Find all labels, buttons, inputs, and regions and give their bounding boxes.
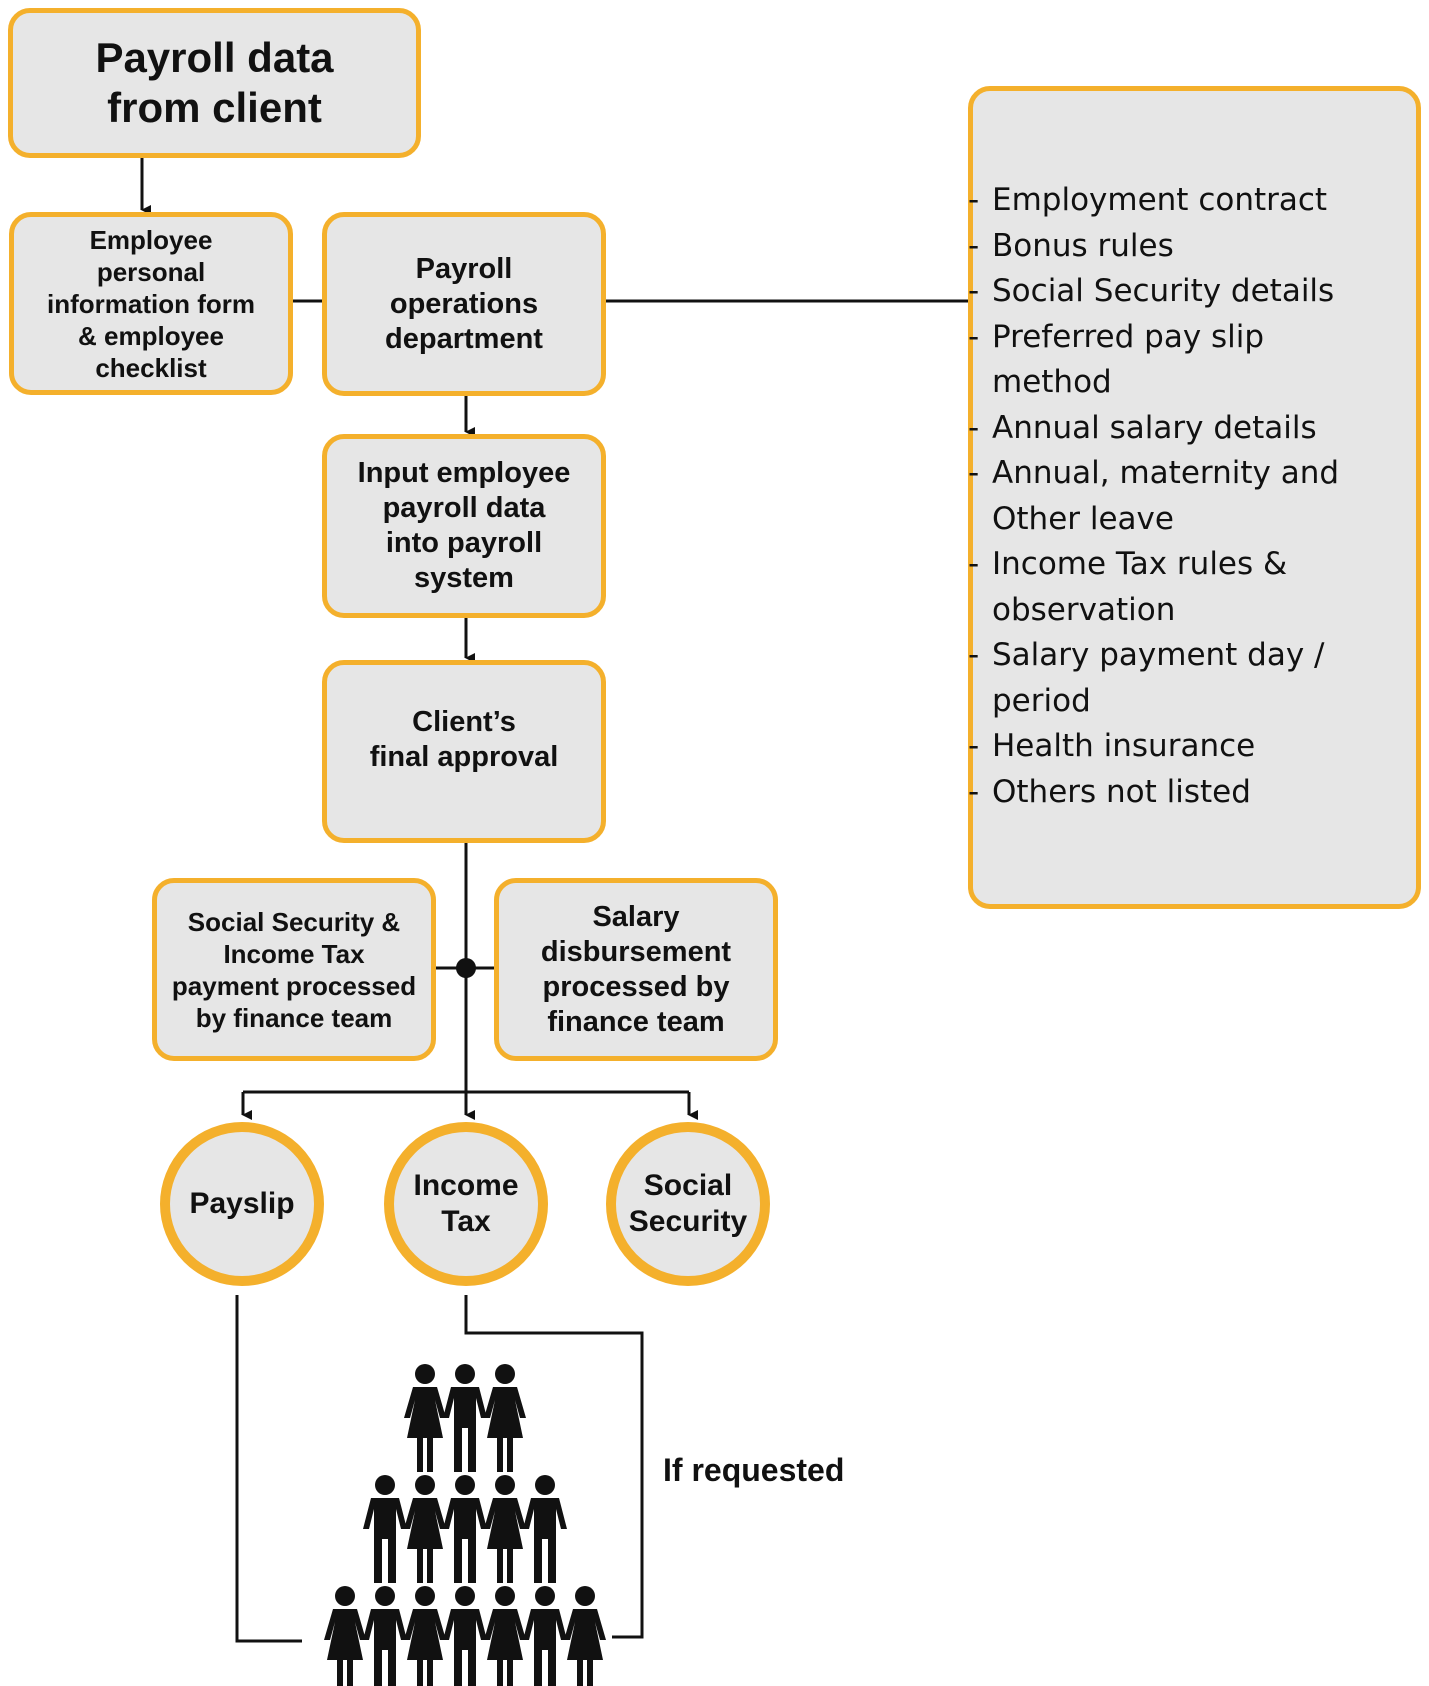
- checklist-text: Annual, maternity and Other leave: [992, 455, 1340, 537]
- output-social-security-label: Social Security: [628, 1169, 748, 1238]
- box-payroll-operations-label: Payroll operations department: [385, 252, 543, 355]
- checklist-text: Social Security details: [992, 273, 1335, 309]
- checklist-dash: -: [968, 455, 980, 491]
- employees-row-middle: [363, 1475, 567, 1583]
- output-social-security: Social Security: [606, 1122, 770, 1286]
- person-icon: [484, 1586, 526, 1686]
- person-icon: [523, 1586, 567, 1686]
- checklist-text: Income Tax rules & observation: [992, 546, 1288, 628]
- person-icon: [363, 1475, 407, 1583]
- person-icon: [484, 1475, 526, 1583]
- person-icon: [443, 1364, 487, 1472]
- person-icon: [443, 1586, 487, 1686]
- person-icon: [404, 1364, 446, 1472]
- person-icon: [404, 1475, 446, 1583]
- checklist-item: -Employment contract: [968, 178, 1408, 224]
- person-icon: [443, 1475, 487, 1583]
- person-icon: [324, 1586, 366, 1686]
- checklist-text: Preferred pay slip method: [992, 318, 1265, 401]
- checklist-panel: [968, 86, 1421, 909]
- employees-row-bottom: [324, 1586, 606, 1686]
- checklist-text: Health insurance: [992, 728, 1256, 764]
- output-income-tax-label: Income Tax: [413, 1169, 519, 1238]
- if-requested-label: If requested: [663, 1452, 845, 1488]
- box-client-final-approval: Client’s final approval: [322, 660, 606, 843]
- checklist-dash: -: [968, 273, 980, 309]
- box-employee-form: Employee personal information form & emp…: [9, 212, 293, 395]
- checklist-text: Employment contract: [992, 182, 1328, 218]
- checklist-dash: -: [968, 637, 980, 673]
- output-payslip-label: Payslip: [189, 1187, 295, 1220]
- checklist-dash: -: [968, 182, 980, 218]
- checklist-item: -Annual salary details: [968, 406, 1408, 452]
- checklist-dash: -: [968, 409, 980, 446]
- box-client-final-approval-label: Client’s final approval: [369, 706, 559, 773]
- checklist-item: -Preferred pay slip method: [968, 315, 1408, 406]
- box-source-label: Payroll data from client: [95, 34, 334, 131]
- checklist-item: -Others not listed: [968, 770, 1408, 816]
- checklist-text: Salary payment day / period: [992, 637, 1325, 719]
- checklist-item: -Salary payment day / period: [968, 633, 1408, 724]
- checklist-item: -Social Security details: [968, 269, 1408, 315]
- checklist-dash: -: [968, 227, 980, 264]
- box-input-payroll-data: Input employee payroll data into payroll…: [322, 434, 606, 618]
- checklist-item: -Bonus rules: [968, 224, 1408, 270]
- person-icon: [404, 1586, 446, 1686]
- box-employee-form-label: Employee personal information form & emp…: [47, 224, 255, 383]
- output-income-tax: Income Tax: [384, 1122, 548, 1286]
- checklist-dash: -: [968, 318, 980, 355]
- line-income-tax-to-employees: [464, 1295, 644, 1639]
- checklist-dash: -: [968, 546, 980, 582]
- box-payroll-operations: Payroll operations department: [322, 212, 606, 396]
- box-payroll-data-from-client: Payroll data from client: [8, 8, 421, 158]
- checklist-item: -Income Tax rules & observation: [968, 542, 1408, 633]
- checklist-text: Bonus rules: [992, 227, 1174, 264]
- line-payslip-to-employees: [235, 1295, 302, 1643]
- box-input-payroll-data-label: Input employee payroll data into payroll…: [357, 457, 571, 594]
- output-payslip: Payslip: [160, 1122, 324, 1286]
- checklist-items: -Employment contract -Bonus rules -Socia…: [968, 178, 1408, 815]
- box-salary-disbursement-label: Salary disbursement processed by finance…: [540, 900, 732, 1038]
- box-ss-tax-payment: Social Security & Income Tax payment pro…: [152, 878, 436, 1061]
- box-ss-tax-payment-label: Social Security & Income Tax payment pro…: [171, 906, 417, 1033]
- checklist-text: Annual salary details: [992, 409, 1317, 446]
- person-icon: [363, 1586, 407, 1686]
- checklist-text: Others not listed: [992, 773, 1251, 810]
- person-icon: [523, 1475, 567, 1583]
- person-icon: [484, 1364, 526, 1472]
- junction-dot: [456, 958, 476, 978]
- checklist-item: -Health insurance: [968, 724, 1408, 770]
- checklist-dash: -: [968, 728, 980, 764]
- checklist-item: -Annual, maternity and Other leave: [968, 451, 1408, 542]
- box-salary-disbursement: Salary disbursement processed by finance…: [494, 878, 778, 1061]
- person-icon: [564, 1586, 606, 1686]
- checklist-dash: -: [968, 773, 980, 810]
- employees-row-top: [404, 1364, 526, 1472]
